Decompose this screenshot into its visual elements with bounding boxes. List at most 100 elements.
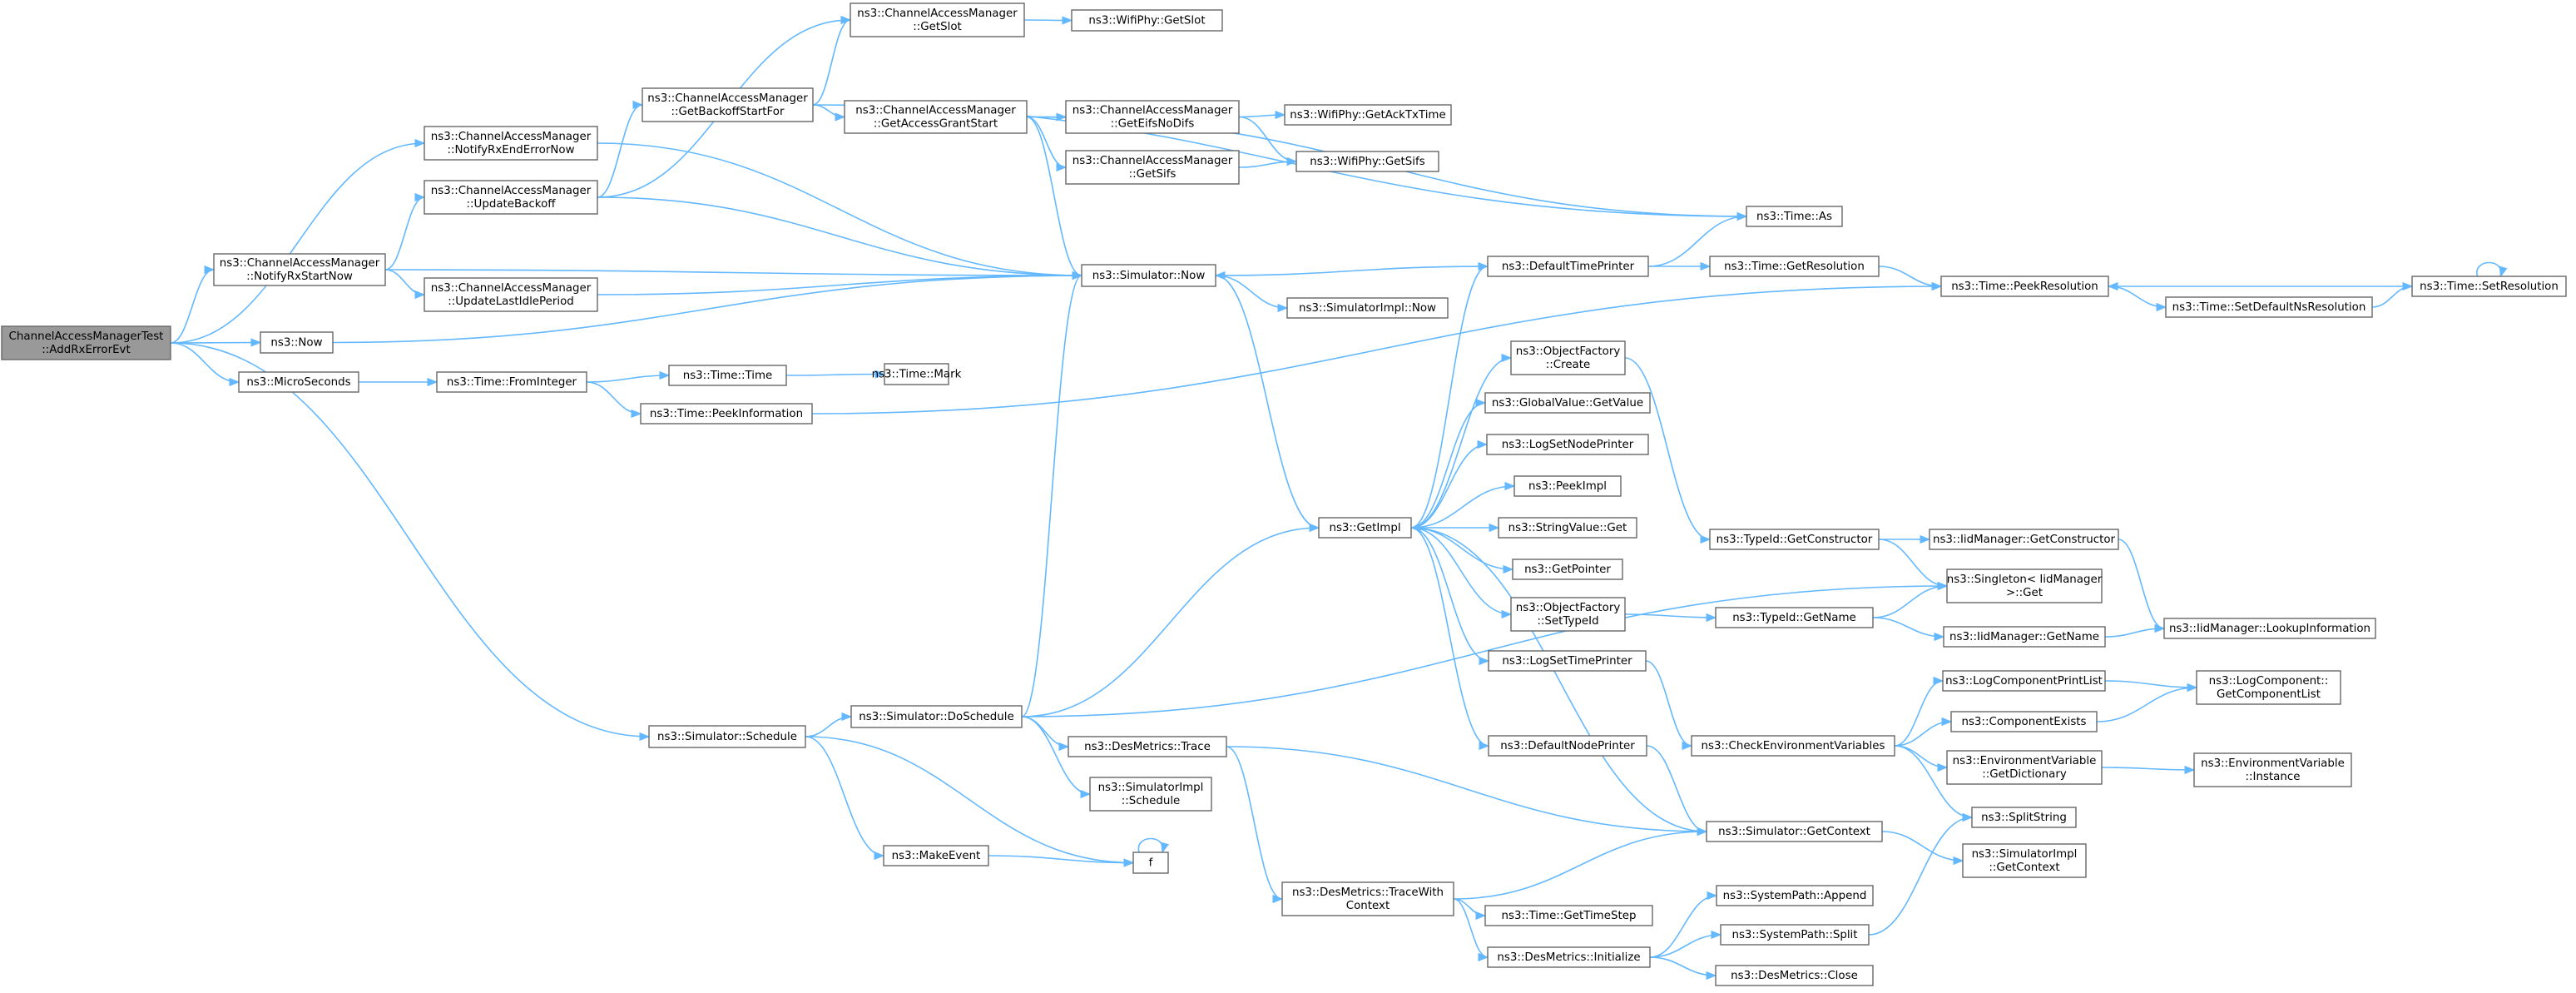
edge-peek_information-to-peek_resolution [811,281,1943,415]
node-object-factory-create[interactable]: ns3::ObjectFactory::Create [1510,340,1626,375]
node-env-instance[interactable]: ns3::EnvironmentVariable::Instance [2193,752,2352,787]
node-get-access-grant-start[interactable]: ns3::ChannelAccessManager::GetAccessGran… [844,100,1028,134]
node-label: ::GetContext [1989,861,2059,874]
edge-root-to-micro_seconds [170,342,240,387]
node-make-event[interactable]: ns3::MakeEvent [883,845,989,866]
node-label: ns3::SystemPath::Append [1723,890,1867,902]
node-get-pointer[interactable]: ns3::GetPointer [1512,559,1623,580]
node-label: ns3::LogComponentPrintList [1945,675,2103,688]
node-simimpl-schedule[interactable]: ns3::SimulatorImpl::Schedule [1089,777,1212,812]
node-label: ns3::Time::Mark [872,369,962,381]
edge-now-to-simulator_now [332,271,1083,344]
node-schedule[interactable]: ns3::Simulator::Schedule [648,725,806,748]
node-box [1487,946,1651,968]
node-box [1709,256,1880,277]
node-box [1691,735,1895,757]
node-sys-split[interactable]: ns3::SystemPath::Split [1720,924,1870,946]
edge-do_schedule-to-simimpl_schedule [1021,716,1092,799]
node-get-eifs-no-difs[interactable]: ns3::ChannelAccessManager::GetEifsNoDifs [1065,100,1240,134]
node-label: ns3::EnvironmentVariable [1953,755,2097,767]
edge-schedule-to-do_schedule [805,712,853,737]
node-f[interactable]: f [1132,851,1169,874]
node-label: ns3::SimulatorImpl::Now [1299,302,1436,315]
node-label: ns3::GetImpl [1329,522,1400,534]
edge-log_set_time_printer-to-check_env_vars [1645,660,1693,751]
edge-get_impl-to-default_time_printer [1410,261,1489,529]
node-typeid-get-constructor[interactable]: ns3::TypeId::GetConstructor [1709,529,1880,550]
node-do-schedule[interactable]: ns3::Simulator::DoSchedule [850,705,1023,728]
node-iid-lookup-information[interactable]: ns3::IidManager::LookupInformation [2163,618,2376,639]
node-global-value-get-value[interactable]: ns3::GlobalValue::GetValue [1484,392,1651,414]
node-sim-get-context[interactable]: ns3::Simulator::GetContext [1706,821,1883,842]
node-peek-impl[interactable]: ns3::PeekImpl [1513,475,1622,497]
node-object-factory-set-type-id[interactable]: ns3::ObjectFactory::SetTypeId [1510,597,1626,632]
node-get-impl[interactable]: ns3::GetImpl [1318,517,1412,539]
node-component-exists[interactable]: ns3::ComponentExists [1950,711,2098,732]
node-default-time-printer[interactable]: ns3::DefaultTimePrinter [1487,256,1649,277]
node-log-set-time-printer[interactable]: ns3::LogSetTimePrinter [1488,650,1647,672]
node-update-backoff[interactable]: ns3::ChannelAccessManager::UpdateBackoff [424,180,598,215]
node-log-get-component-list[interactable]: ns3::LogComponent::GetComponentList [2196,670,2341,705]
node-log-component-print-list[interactable]: ns3::LogComponentPrintList [1942,670,2106,692]
node-box [883,845,989,866]
node-des-initialize[interactable]: ns3::DesMetrics::Initialize [1487,946,1651,968]
node-simulator-now[interactable]: ns3::Simulator::Now [1081,264,1216,287]
edge-f-to-f [1137,837,1169,854]
edge-iid_get_name-to-iid_lookup_information [2104,623,2166,638]
node-box [1068,736,1227,757]
node-box [2411,276,2567,297]
node-simimpl-get-context[interactable]: ns3::SimulatorImpl::GetContext [1962,843,2087,878]
node-label: ::Schedule [1122,795,1181,807]
node-get-ack-tx-time[interactable]: ns3::WifiPhy::GetAckTxTime [1284,104,1452,126]
node-time-set-resolution[interactable]: ns3::Time::SetResolution [2411,276,2567,297]
node-update-last-idle-period[interactable]: ns3::ChannelAccessManager::UpdateLastIdl… [424,277,598,312]
edge-des_initialize-to-sys_split [1649,930,1722,958]
node-des-close[interactable]: ns3::DesMetrics::Close [1715,965,1874,986]
node-peek-resolution[interactable]: ns3::Time::PeekResolution [1940,276,2109,297]
node-sys-append[interactable]: ns3::SystemPath::Append [1716,885,1874,906]
node-split-string[interactable]: ns3::SplitString [1971,807,2077,828]
edge-get_backoff_start_for-to-get_access_grant_start [812,104,846,122]
node-typeid-get-name[interactable]: ns3::TypeId::GetName [1715,607,1874,628]
node-label: ns3::Time::SetDefaultNsResolution [2172,301,2366,314]
node-micro-seconds[interactable]: ns3::MicroSeconds [238,371,359,393]
edge-check_env_vars-to-component_exists [1894,717,1953,747]
node-peek-information[interactable]: ns3::Time::PeekInformation [640,403,813,425]
node-from-integer[interactable]: ns3::Time::FromInteger [436,371,587,393]
node-time-time[interactable]: ns3::Time::Time [668,365,787,386]
node-notify-rx-start-now[interactable]: ns3::ChannelAccessManager::NotifyRxStart… [213,253,386,286]
node-box [1946,568,2103,603]
node-time-get-time-step[interactable]: ns3::Time::GetTimeStep [1484,905,1653,926]
node-des-trace[interactable]: ns3::DesMetrics::Trace [1068,736,1227,757]
node-label: ns3::EnvironmentVariable [2201,757,2345,770]
node-box [640,403,813,425]
node-wifiphy-get-sifs[interactable]: ns3::WifiPhy::GetSifs [1295,151,1439,172]
node-label: ns3::SimulatorImpl [1972,848,2078,861]
edge-trace_with_context-to-des_initialize [1453,898,1489,962]
node-set-default-ns-resolution[interactable]: ns3::Time::SetDefaultNsResolution [2165,296,2373,318]
node-simimpl-now[interactable]: ns3::SimulatorImpl::Now [1286,297,1449,319]
node-time-mark[interactable]: ns3::Time::Mark [872,363,962,385]
node-get-sifs-cam[interactable]: ns3::ChannelAccessManager::GetSifs [1065,150,1240,185]
edge-do_schedule-to-singleton_get [1021,581,1949,717]
node-default-node-printer[interactable]: ns3::DefaultNodePrinter [1488,735,1647,757]
node-time-as[interactable]: ns3::Time::As [1746,206,1843,227]
node-wifiphy-get-slot[interactable]: ns3::WifiPhy::GetSlot [1071,9,1223,32]
node-now[interactable]: ns3::Now [260,331,334,354]
node-notify-rx-end-error-now[interactable]: ns3::ChannelAccessManager::NotifyRxEndEr… [424,126,598,161]
node-get-slot[interactable]: ns3::ChannelAccessManager::GetSlot [850,2,1025,37]
node-iid-get-constructor[interactable]: ns3::IidManager::GetConstructor [1929,529,2119,550]
node-log-set-node-printer[interactable]: ns3::LogSetNodePrinter [1486,434,1649,455]
node-iid-get-name[interactable]: ns3::IidManager::GetName [1943,626,2106,648]
node-label: ns3::Now [270,337,322,350]
node-string-value-get[interactable]: ns3::StringValue::Get [1498,517,1637,539]
node-get-backoff-start-for[interactable]: ns3::ChannelAccessManager::GetBackoffSta… [642,87,814,122]
node-env-get-dictionary[interactable]: ns3::EnvironmentVariable::GetDictionary [1946,750,2103,785]
node-check-env-vars[interactable]: ns3::CheckEnvironmentVariables [1691,735,1895,757]
node-root[interactable]: ChannelAccessManagerTest::AddRxErrorEvt [1,325,171,360]
node-singleton-get[interactable]: ns3::Singleton< IidManager>::Get [1946,568,2103,603]
node-get-resolution[interactable]: ns3::Time::GetResolution [1709,256,1880,277]
edge-default_time_printer-to-time_as [1647,211,1748,267]
